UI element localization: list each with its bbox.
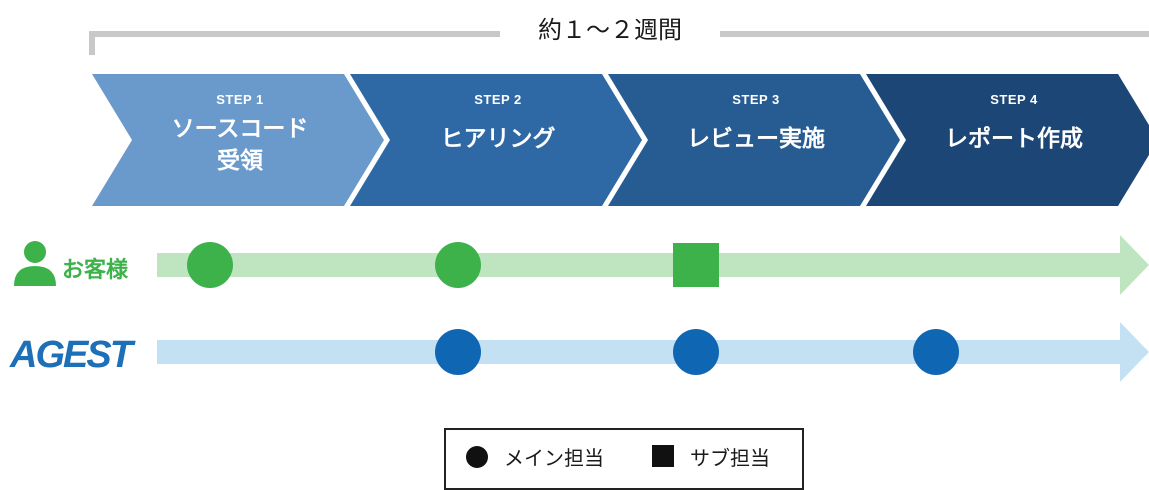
step-number: STEP 1 bbox=[216, 92, 264, 107]
circle-marker-icon bbox=[466, 446, 488, 468]
legend-main-label: メイン担当 bbox=[504, 446, 604, 470]
person-icon bbox=[14, 241, 56, 286]
sub-role-marker bbox=[673, 243, 719, 287]
duration-label: 約１～２週間 bbox=[500, 10, 720, 50]
step-number: STEP 2 bbox=[474, 92, 522, 107]
step-number: STEP 4 bbox=[990, 92, 1038, 107]
main-role-marker bbox=[435, 329, 481, 375]
main-role-marker bbox=[187, 242, 233, 288]
legend: メイン担当 サブ担当 bbox=[444, 428, 804, 490]
legend-sub-label: サブ担当 bbox=[690, 446, 770, 470]
step-3-chevron bbox=[608, 74, 900, 206]
step-title: 受領 bbox=[217, 148, 263, 174]
step-1-chevron bbox=[92, 74, 384, 206]
main-role-marker bbox=[673, 329, 719, 375]
step-title: レポート作成 bbox=[945, 126, 1083, 152]
step-4-label: STEP 4 レポート作成 bbox=[894, 92, 1134, 155]
customer-lane-label: お客様 bbox=[62, 258, 129, 283]
step-number: STEP 3 bbox=[732, 92, 780, 107]
step-title: ヒアリング bbox=[440, 126, 556, 152]
step-4-chevron bbox=[866, 74, 1149, 206]
step-title: ソースコード bbox=[171, 116, 309, 142]
step-title: レビュー実施 bbox=[687, 126, 825, 152]
main-role-marker bbox=[913, 329, 959, 375]
duration-bracket bbox=[89, 31, 1149, 55]
square-marker-icon bbox=[652, 445, 674, 467]
step-3-label: STEP 3 レビュー実施 bbox=[636, 92, 876, 155]
process-diagram: 約１～２週間 STEP 1 ソースコード受領 STEP 2 ヒアリング STEP 3 レビ… bbox=[10, 10, 1149, 490]
lane-2-arrow bbox=[157, 322, 1149, 382]
step-2-chevron bbox=[350, 74, 642, 206]
agest-logo: AGEST bbox=[10, 334, 133, 376]
lane-1-arrow bbox=[157, 235, 1149, 295]
main-role-marker bbox=[435, 242, 481, 288]
step-2-label: STEP 2 ヒアリング bbox=[378, 92, 618, 155]
diagram-canvas bbox=[89, 31, 1149, 382]
step-1-label: STEP 1 ソースコード受領 bbox=[120, 92, 360, 177]
